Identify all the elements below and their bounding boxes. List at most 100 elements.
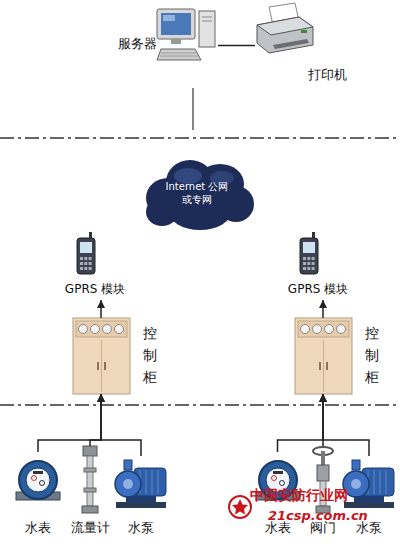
node-label: 服务器	[115, 36, 160, 52]
cabinet-handle	[97, 362, 99, 370]
water-meter: 水表	[12, 452, 64, 540]
cloud-icon	[138, 152, 256, 234]
meter-counter	[273, 471, 283, 474]
motor-rib	[146, 470, 147, 494]
printer-node: 打印机	[255, 3, 365, 88]
phone-icon	[298, 232, 320, 276]
node-label: Internet 公网或专网	[162, 180, 232, 206]
zone-divider	[0, 137, 400, 139]
pump-outlet	[124, 460, 132, 470]
control-cabinet: 控制柜	[73, 318, 168, 394]
motor-rib	[374, 470, 375, 494]
pump-icon	[114, 456, 168, 510]
key-row	[160, 56, 198, 57]
node-label: 水泵	[112, 520, 170, 536]
motor-rib	[386, 470, 387, 494]
control-cabinet: 控制柜	[295, 318, 390, 394]
motor-rib	[380, 470, 381, 494]
phone-key	[312, 257, 315, 260]
signal-arrow	[323, 394, 369, 456]
pump-foot	[354, 496, 384, 502]
signal-arrow	[278, 394, 324, 452]
printer-icon	[255, 3, 315, 61]
phone-key	[307, 262, 310, 265]
signal-arrow	[322, 300, 324, 318]
flow-flange	[84, 468, 96, 472]
valve-icon	[311, 446, 335, 514]
server-node: 服务器	[115, 3, 218, 88]
pump-foot	[126, 496, 156, 502]
phone-key	[307, 257, 310, 260]
phone-key	[303, 262, 306, 265]
cabinet-panel	[76, 321, 127, 337]
phone-key	[312, 262, 315, 265]
phone-key	[303, 257, 306, 260]
phone-key	[80, 257, 83, 260]
phone-screen	[303, 242, 315, 253]
cabinet-dial	[325, 325, 334, 334]
meter-dial	[32, 476, 37, 481]
phone-key	[89, 262, 92, 265]
meter-dial	[272, 476, 277, 481]
node-label: 流量计	[65, 520, 115, 536]
emblem-star	[232, 499, 248, 515]
meter-face	[26, 468, 50, 492]
motor-rib	[152, 470, 153, 494]
phone-key	[84, 267, 87, 270]
signal-arrow	[322, 394, 324, 446]
flow-head	[83, 446, 97, 456]
phone-screen	[80, 242, 92, 253]
printer-body	[257, 17, 313, 53]
cabinet-icon	[295, 318, 352, 394]
phone-key	[89, 257, 92, 260]
cabinet-icon	[73, 318, 130, 394]
phone-key	[303, 267, 306, 270]
network-cloud: Internet 公网或专网	[138, 152, 256, 234]
cabinet-dial	[91, 325, 100, 334]
cabinet-dial	[301, 325, 310, 334]
pump-head	[115, 471, 141, 497]
computer-icon	[155, 5, 218, 65]
pump-base	[116, 502, 166, 508]
valve-body	[317, 465, 329, 481]
cabinet-handle	[326, 362, 328, 370]
node-label: 控制柜	[143, 322, 157, 388]
meter-body	[19, 461, 57, 499]
cabinet-handle	[104, 362, 106, 370]
gprs-module: GPRS 模块	[55, 232, 135, 300]
phone-key	[80, 262, 83, 265]
node-label: GPRS 模块	[55, 282, 135, 297]
monitor-screen	[161, 13, 191, 35]
watermark-text: 中国安防行业网	[250, 487, 348, 505]
drive-slot	[202, 21, 212, 22]
node-label: 打印机	[295, 67, 360, 83]
key-row	[161, 53, 196, 54]
zone-divider	[0, 404, 400, 406]
status-led	[301, 30, 307, 33]
keyboard	[157, 49, 201, 60]
gprs-module: GPRS 模块	[278, 232, 358, 300]
meter-dial	[40, 481, 45, 486]
cabinet-body	[73, 318, 130, 394]
phone-key	[80, 267, 83, 270]
cabinet-panel	[298, 321, 349, 337]
cloud-puff	[146, 198, 178, 226]
network-wire	[192, 88, 193, 130]
phone-body	[300, 238, 318, 274]
emblem-ring	[229, 496, 251, 518]
cabinet-door-split	[101, 340, 102, 392]
phone-key	[89, 267, 92, 270]
cabinet-dial	[79, 325, 88, 334]
pump-base	[344, 502, 394, 508]
signal-arrow	[100, 300, 102, 318]
flow-tube	[87, 456, 93, 506]
meter-counter	[33, 471, 43, 474]
cabinet-door-split	[323, 340, 324, 392]
cabinet-dial	[115, 325, 124, 334]
paper-slot	[273, 39, 309, 49]
monitor-body	[157, 9, 195, 39]
link-line	[218, 45, 255, 47]
